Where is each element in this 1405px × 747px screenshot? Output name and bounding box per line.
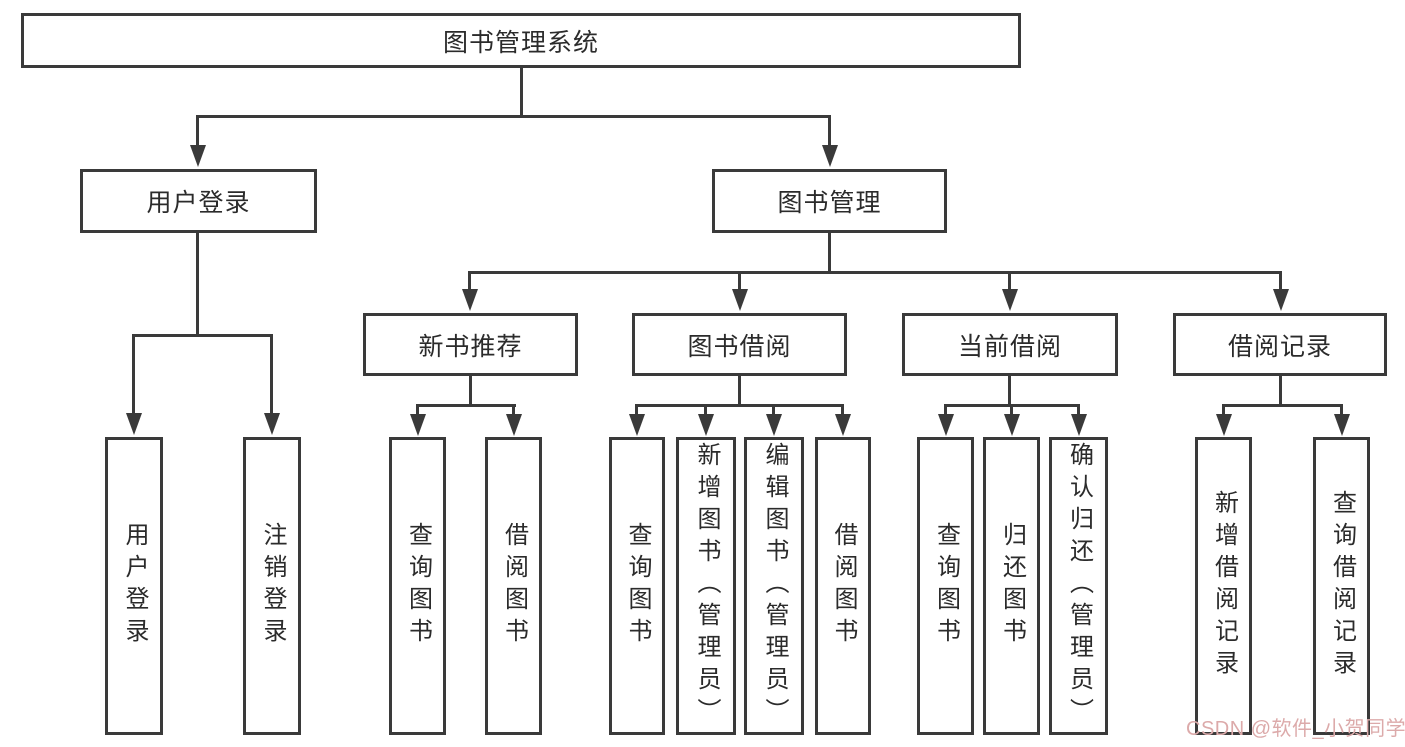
leaf-label: 查询图书 [932,522,960,650]
leaf-label: 借阅图书 [830,522,857,650]
leaf-query-book-2: 查询图书 [609,437,665,735]
arrow-down-icon [190,145,206,167]
connector-line [841,406,844,418]
arrow-down-icon [1004,414,1020,436]
connector-line [520,66,523,118]
connector-line [635,404,844,407]
arrow-down-icon [766,414,782,436]
leaf-label: 注销登录 [259,522,286,650]
connector-line [772,406,775,418]
arrow-down-icon [1071,414,1087,436]
arrow-down-icon [698,414,714,436]
node-current-borrow: 当前借阅 [902,313,1118,376]
connector-line [512,406,515,418]
leaf-query-book-1: 查询图书 [389,437,446,735]
arrow-down-icon [462,289,478,311]
leaf-query-borrow-record: 查询借阅记录 [1313,437,1370,735]
leaf-logout: 注销登录 [243,437,301,735]
connector-line [468,271,1282,274]
connector-line [468,273,471,291]
leaf-confirm-return-admin: 确认归还（管理员） [1049,437,1108,735]
connector-line [132,336,135,414]
arrow-down-icon [822,145,838,167]
leaf-borrow-book-1: 借阅图书 [485,437,542,735]
connector-line [196,115,831,118]
connector-line [1010,406,1013,418]
connector-line [738,376,741,406]
connector-line [196,117,199,147]
node-book-management: 图书管理 [712,169,947,233]
connector-line [944,404,1080,407]
connector-line [1222,404,1343,407]
connector-line [1222,406,1225,418]
connector-line [416,406,419,418]
leaf-add-book-admin: 新增图书（管理员） [676,437,736,735]
node-book-borrow: 图书借阅 [632,313,847,376]
node-new-book-recommend: 新书推荐 [363,313,578,376]
leaf-edit-book-admin: 编辑图书（管理员） [744,437,804,735]
connector-line [704,406,707,418]
connector-line [828,117,831,147]
leaf-label: 借阅图书 [500,522,528,650]
connector-line [1279,376,1282,406]
arrow-down-icon [506,414,522,436]
arrow-down-icon [1216,414,1232,436]
leaf-label: 查询借阅记录 [1328,490,1356,682]
leaf-label: 编辑图书（管理员） [761,442,788,730]
arrow-down-icon [126,413,142,435]
arrow-down-icon [835,414,851,436]
connector-line [196,233,199,337]
csdn-watermark: CSDN @软件_小贺同学 [1186,718,1405,740]
arrow-down-icon [629,414,645,436]
connector-line [635,406,638,418]
connector-line [1340,406,1343,418]
leaf-borrow-book-2: 借阅图书 [815,437,871,735]
arrow-down-icon [1273,289,1289,311]
connector-line [270,336,273,414]
leaf-return-book: 归还图书 [983,437,1040,735]
leaf-label: 新增借阅记录 [1210,490,1238,682]
arrow-down-icon [1002,289,1018,311]
arrow-down-icon [1334,414,1350,436]
connector-line [132,334,273,337]
connector-line [1077,406,1080,418]
arrow-down-icon [410,414,426,436]
leaf-label: 查询图书 [624,522,651,650]
arrow-down-icon [938,414,954,436]
node-borrow-records: 借阅记录 [1173,313,1387,376]
connector-line [416,404,516,407]
connector-line [1008,273,1011,291]
connector-line [1008,376,1011,406]
leaf-label: 确认归还（管理员） [1065,442,1093,730]
arrow-down-icon [732,289,748,311]
leaf-query-book-3: 查询图书 [917,437,974,735]
node-root: 图书管理系统 [21,13,1021,68]
leaf-label: 用户登录 [121,522,148,650]
leaf-add-borrow-record: 新增借阅记录 [1195,437,1252,735]
connector-line [828,233,831,273]
connector-line [944,406,947,418]
leaf-label: 归还图书 [998,522,1026,650]
connector-line [469,376,472,406]
leaf-label: 新增图书（管理员） [693,442,720,730]
leaf-user-login: 用户登录 [105,437,163,735]
arrow-down-icon [264,413,280,435]
connector-line [1279,273,1282,291]
connector-line [738,273,741,291]
leaf-label: 查询图书 [404,522,432,650]
node-user-login: 用户登录 [80,169,317,233]
